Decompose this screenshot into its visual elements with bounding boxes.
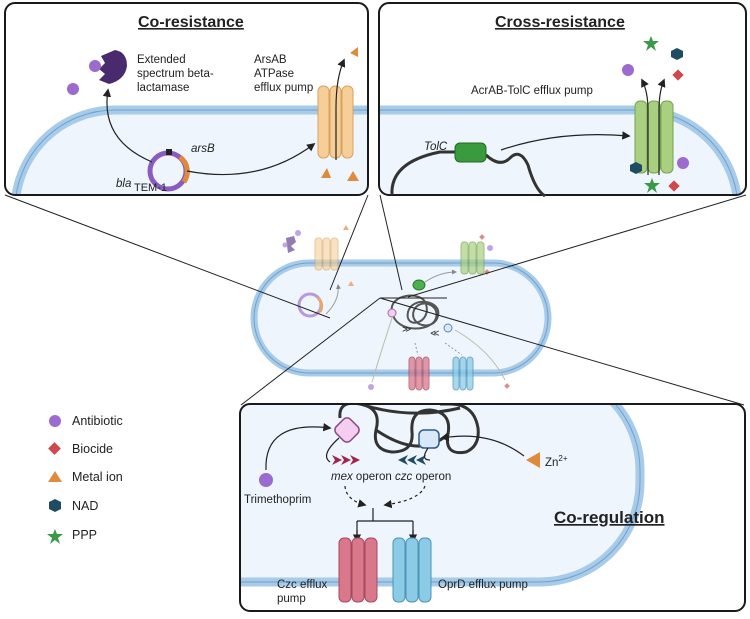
ppp-star-icon	[644, 178, 660, 193]
czc-operon-icon	[398, 455, 426, 465]
antibiotic-circle-icon	[49, 415, 61, 427]
arsab-label-line-2: ATPase	[254, 68, 294, 80]
zinc-ion-icon	[526, 452, 540, 468]
legend-item-ppp: PPP	[47, 528, 97, 544]
mex-operon-icon	[332, 455, 360, 465]
ppp-star-icon	[643, 36, 659, 51]
panel-co-regulation: mex operon czc operon Trimethoprim Zn2+ …	[239, 403, 746, 612]
zoom-lines	[4, 194, 747, 406]
co-regulation-title: Co-regulation	[554, 508, 665, 527]
czc-pump-label-line-1: Czc efflux	[277, 579, 328, 591]
arsab-label-line-3: efflux pump	[254, 82, 313, 94]
czc-gene-label: czc	[395, 471, 413, 483]
antibiotic-molecule-icon	[677, 157, 689, 169]
nad-hexagon-icon	[49, 499, 61, 512]
legend-item-biocide: Biocide	[48, 442, 113, 456]
central-cell: ≫ ≪	[250, 225, 552, 391]
acrab-tolc-label: AcrAB-TolC efflux pump	[471, 85, 593, 97]
svg-text:Antibiotic: Antibiotic	[72, 414, 123, 428]
antibiotic-molecule-icon	[622, 64, 634, 76]
svg-text:≪: ≪	[430, 328, 439, 338]
legend: Antibiotic Biocide Metal ion NAD PPP	[47, 414, 123, 544]
gene-tolC-label: TolC	[424, 141, 448, 153]
tolc-gene-icon	[454, 142, 487, 163]
ppp-star-icon	[47, 529, 63, 544]
czc-efflux-pump	[338, 537, 378, 603]
cross-resistance-title: Cross-resistance	[495, 14, 625, 31]
legend-item-metal-ion: Metal ion	[48, 470, 123, 484]
legend-item-antibiotic: Antibiotic	[49, 414, 123, 428]
esbl-label-line-3: lactamase	[137, 82, 189, 94]
biocide-diamond-icon	[668, 180, 680, 192]
gene-bla-label: bla	[116, 178, 131, 190]
zinc-superscript: 2+	[558, 454, 567, 463]
plasmid	[147, 149, 190, 192]
oprd-pump-label: OprD efflux pump	[438, 579, 528, 591]
central-acr-pump	[460, 241, 485, 275]
antibiotic-molecule-icon	[67, 83, 79, 95]
czc-operon-suffix: operon	[412, 471, 451, 483]
panel-cross-resistance: Cross-resistance AcrAB-TolC efflux pump …	[378, 2, 747, 198]
svg-text:Biocide: Biocide	[72, 442, 113, 456]
oprd-efflux-pump	[392, 537, 432, 603]
central-czc-pump	[408, 356, 430, 391]
mex-gene-label: mex	[331, 471, 354, 483]
central-oprd-pump	[452, 356, 474, 391]
central-ars-pump	[314, 237, 339, 271]
esbl-label-line-2: spectrum beta-	[137, 68, 214, 80]
metal-ion-icon	[350, 47, 358, 57]
gene-bla-subscript: TEM-1	[134, 182, 167, 194]
czc-regulator-icon	[418, 429, 440, 449]
esbl-enzyme-icon	[99, 50, 127, 84]
svg-text:mex operon: mex operon	[331, 471, 392, 483]
gene-arsB-label: arsB	[191, 143, 215, 155]
mex-regulator-icon	[334, 417, 360, 443]
metal-ion-triangle-icon	[48, 471, 62, 482]
biocide-diamond-icon	[48, 442, 61, 455]
arsab-label-line-1: ArsAB	[254, 54, 287, 66]
metal-ion-icon	[321, 168, 331, 178]
legend-item-nad: NAD	[49, 499, 98, 513]
czc-pump-label-line-2: pump	[277, 593, 306, 605]
svg-text:Metal ion: Metal ion	[72, 470, 123, 484]
svg-text:NAD: NAD	[72, 499, 98, 513]
svg-text:PPP: PPP	[72, 528, 97, 542]
svg-text:≫: ≫	[402, 324, 411, 334]
co-resistance-title: Co-resistance	[138, 14, 244, 31]
esbl-label-line-1: Extended	[137, 54, 186, 66]
metal-ion-icon	[347, 171, 359, 181]
nad-hexagon-icon	[671, 48, 683, 60]
zinc-label: Zn2+	[545, 454, 568, 469]
mex-operon-suffix: operon	[353, 471, 392, 483]
acrab-tolc-efflux-pump	[634, 100, 674, 174]
trimethoprim-molecule-icon	[259, 473, 273, 487]
panel-co-resistance: Co-resistance Extended spectrum beta- la…	[4, 2, 369, 196]
trimethoprim-label: Trimethoprim	[244, 494, 311, 506]
svg-text:czc operon: czc operon	[395, 471, 451, 483]
nad-hexagon-icon	[630, 162, 642, 174]
antibiotic-molecule-icon	[89, 60, 101, 72]
